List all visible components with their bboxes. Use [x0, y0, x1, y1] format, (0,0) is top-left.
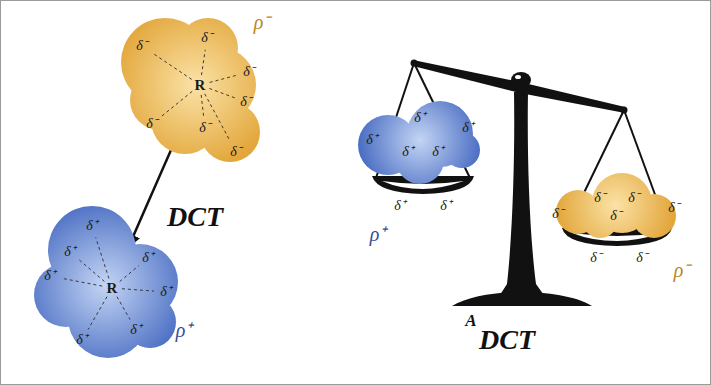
partial-charge: δ⁻ — [590, 251, 602, 265]
partial-charge: δ⁺ — [440, 199, 452, 213]
partial-charge: δ⁺ — [130, 323, 142, 337]
partial-charge: δ⁻ — [146, 117, 158, 131]
partial-charge: δ⁺ — [394, 199, 406, 213]
blob-lobe — [396, 136, 444, 184]
blob-lobe — [34, 263, 98, 327]
partial-charge: δ⁻ — [552, 207, 564, 221]
partial-charge: δ⁺ — [86, 219, 98, 233]
partial-charge: δ⁺ — [160, 285, 172, 299]
partial-charge: δ⁻ — [201, 31, 213, 45]
center-atom: R — [195, 78, 206, 93]
symbol-label: DCT — [479, 326, 535, 354]
symbol-label: A — [465, 312, 476, 329]
dashed-spoke — [201, 50, 205, 75]
dashed-spoke — [62, 278, 102, 286]
blob-lobes — [121, 18, 260, 162]
blob-lobes — [358, 101, 480, 184]
dashed-spoke — [122, 289, 154, 291]
dashed-spoke — [120, 266, 139, 282]
blob-lobe — [200, 102, 260, 162]
partial-charge: δ⁺ — [44, 269, 56, 283]
blob-lobes — [34, 206, 178, 358]
partial-charge: δ⁺ — [76, 333, 88, 347]
partial-charge: δ⁺ — [402, 145, 414, 159]
scale-pillar — [498, 92, 546, 298]
dashed-spoke — [161, 91, 192, 116]
partial-charge: δ⁺ — [414, 111, 426, 125]
partial-charge: δ⁻ — [636, 251, 648, 265]
dashed-spoke — [210, 75, 238, 82]
partial-charge: δ⁺ — [142, 251, 154, 265]
charge-blob: δ⁻ δ⁻ δ⁻ δ⁻ δ⁻ δ⁻ δ⁻ ρ⁻ — [545, 168, 700, 288]
center-atom: R — [107, 281, 118, 296]
partial-charge: δ⁻ — [240, 95, 252, 109]
beam-end — [411, 60, 418, 67]
blob-lobe — [124, 296, 176, 348]
partial-charge: δ⁻ — [610, 209, 622, 223]
scale-knob — [511, 72, 531, 88]
partial-charge: δ⁺ — [432, 145, 444, 159]
edge-label: DCT — [167, 203, 223, 231]
density-label: ρ⁻ — [254, 12, 271, 32]
density-label: ρ⁻ — [674, 260, 691, 280]
dashed-spoke — [209, 88, 234, 97]
dashed-spoke — [79, 260, 104, 282]
partial-charge: δ⁻ — [199, 121, 211, 135]
partial-charge: δ⁻ — [136, 39, 148, 53]
charge-blob: Rδ⁻ δ⁻ δ⁻ δ⁻ δ⁻ δ⁻ δ⁻ ρ⁻ — [118, 6, 278, 171]
knob-highlight — [515, 75, 521, 79]
dashed-spoke — [96, 237, 109, 278]
dashed-spoke — [117, 297, 130, 320]
blob-lobe — [444, 132, 480, 168]
dashed-spoke — [201, 95, 203, 116]
partial-charge: δ⁺ — [462, 121, 474, 135]
density-label: ρ⁺ — [176, 320, 193, 340]
partial-charge: δ⁻ — [230, 145, 242, 159]
partial-charge: δ⁻ — [628, 191, 640, 205]
balance-scale — [372, 60, 672, 307]
charge-spokes — [152, 50, 237, 142]
dashed-spoke — [88, 297, 107, 330]
partial-charge: δ⁻ — [243, 65, 255, 79]
partial-charge: δ⁻ — [668, 201, 680, 215]
partial-charge: δ⁺ — [64, 245, 76, 259]
dashed-spoke — [152, 53, 192, 80]
partial-charge: δ⁻ — [594, 191, 606, 205]
scale-base — [452, 292, 592, 306]
beam-end — [621, 107, 628, 114]
blob-lobes — [556, 173, 676, 238]
partial-charge: δ⁺ — [366, 133, 378, 147]
charge-blob: δ⁺ δ⁺ δ⁺ δ⁺ δ⁺ δ⁺ δ⁺ ρ⁺ — [350, 100, 482, 245]
charge-spokes — [62, 237, 154, 329]
density-label: ρ⁺ — [370, 224, 387, 244]
